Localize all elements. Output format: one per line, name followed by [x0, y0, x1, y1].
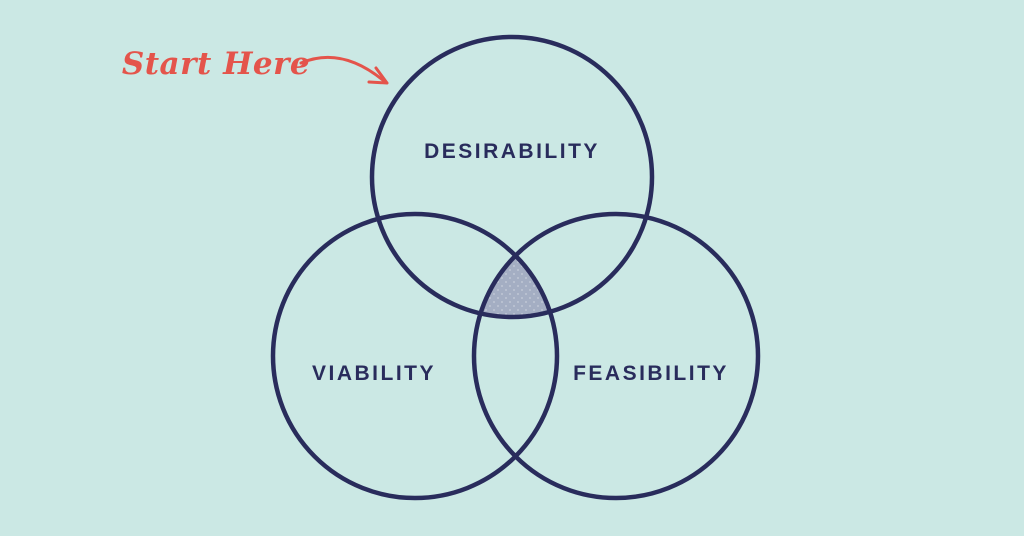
feasibility-label: FEASIBILITY — [573, 362, 729, 385]
desirability-label: DESIRABILITY — [424, 140, 600, 163]
triple-intersection-region — [480, 255, 550, 318]
viability-label: VIABILITY — [312, 362, 436, 385]
start-here-label: Start Here — [122, 46, 310, 82]
curved-arrow-shaft — [299, 56, 386, 83]
venn-circle-viability — [270, 211, 560, 501]
venn-circle-feasibility — [471, 211, 761, 501]
curved-arrow-head — [367, 66, 389, 85]
venn-circle-desirability — [369, 34, 655, 320]
curved-arrow-icon — [299, 56, 389, 85]
